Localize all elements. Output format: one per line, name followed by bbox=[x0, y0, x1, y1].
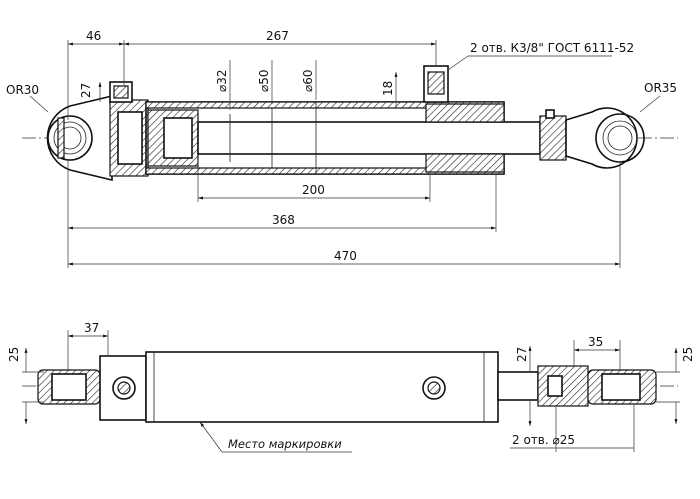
dim-25-left: 25 bbox=[7, 347, 21, 362]
dim-27-bottom: 27 bbox=[515, 347, 529, 362]
section-view bbox=[22, 65, 678, 182]
dim-200: 200 bbox=[302, 183, 325, 197]
left-end-cap bbox=[109, 81, 149, 177]
dim-phi32: ⌀32 bbox=[215, 70, 229, 93]
exterior-view bbox=[22, 351, 678, 423]
dim-470: 470 bbox=[334, 249, 357, 263]
dim-37: 37 bbox=[84, 321, 99, 335]
cylinder-barrel bbox=[145, 65, 541, 175]
bottom-dimensions bbox=[22, 330, 680, 453]
port-note: 2 отв. К3/8" ГОСТ 6111-52 bbox=[470, 41, 634, 55]
left-port-side bbox=[112, 376, 136, 400]
dim-46: 46 bbox=[86, 29, 101, 43]
dim-25-right: 25 bbox=[681, 347, 695, 362]
rod-end bbox=[539, 107, 645, 169]
dim-or30: OR30 bbox=[6, 83, 39, 97]
rod-end-block-side bbox=[537, 365, 589, 407]
dim-phi60: ⌀60 bbox=[301, 70, 315, 93]
right-port-side bbox=[422, 376, 446, 400]
dim-phi50: ⌀50 bbox=[257, 70, 271, 93]
dim-368: 368 bbox=[272, 213, 295, 227]
holes-note: 2 отв. ⌀25 bbox=[512, 433, 575, 447]
top-dimensions bbox=[29, 40, 661, 268]
dim-35: 35 bbox=[588, 335, 603, 349]
dim-267: 267 bbox=[266, 29, 289, 43]
left-eye bbox=[46, 94, 113, 182]
rod-side bbox=[497, 371, 539, 401]
dim-or35: OR35 bbox=[644, 81, 677, 95]
dim-27-top: 27 bbox=[79, 83, 93, 98]
dim-18: 18 bbox=[381, 81, 395, 96]
marking-note: Место маркировки bbox=[228, 437, 342, 451]
